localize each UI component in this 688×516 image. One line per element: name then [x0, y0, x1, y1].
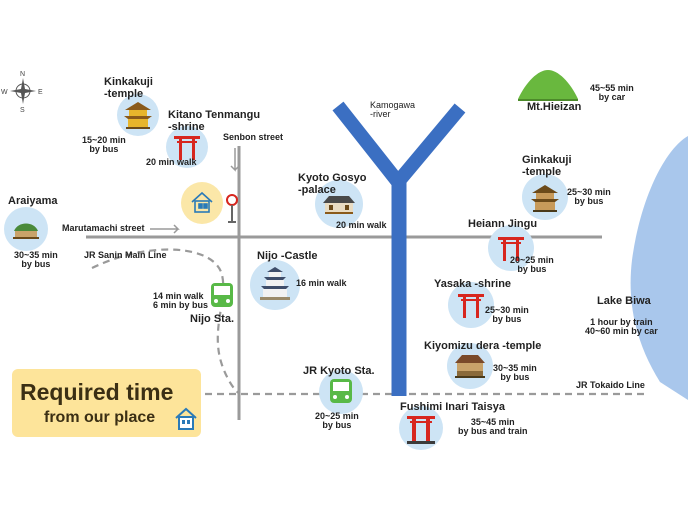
yasaka-time: 25~30 min by bus	[485, 305, 529, 325]
nijo-castle-time: 16 min walk	[296, 278, 347, 288]
kiyomizu-time: 30~35 min by bus	[493, 363, 537, 383]
arashiyama-time: 30~35 min by bus	[14, 250, 58, 270]
temple-icon-ginkakuji	[531, 185, 559, 212]
torii-icon	[174, 136, 200, 160]
heian-circle	[488, 225, 534, 271]
train-icon	[211, 283, 233, 307]
title-line-2: from our place	[44, 409, 156, 426]
home-circle	[181, 182, 223, 224]
jr-tokaido-label: JR Tokaido Line	[576, 380, 645, 390]
svg-text:S: S	[20, 107, 25, 114]
required-time-title-box: Required time from our place	[12, 369, 201, 437]
torii-icon-yasaka	[458, 294, 484, 318]
compass-icon: N S W E	[1, 71, 43, 114]
ginkakuji-time: 25~30 min by bus	[567, 187, 611, 207]
fushimi-name: Fushimi Inari Taisya	[400, 401, 505, 413]
temple-icon	[124, 102, 152, 129]
marutamachi-arrow	[150, 224, 180, 234]
kiyomizu-name: Kiyomizu dera -temple	[424, 340, 542, 352]
kamogawa-label: Kamogawa -river	[370, 100, 416, 120]
heian-time: 20~25 min by bus	[510, 255, 554, 275]
heian-name: Heiann Jingu	[468, 218, 538, 230]
yasaka-name: Yasaka -shrine	[434, 278, 512, 290]
kyoto-sta-time: 20~25 min by bus	[315, 411, 359, 431]
home-icon-title	[175, 407, 197, 430]
gosyo-time: 20 min walk	[336, 220, 387, 230]
senbon-street-label: Senbon street	[223, 132, 284, 142]
hieizan-name: Mt.Hieizan	[527, 101, 582, 113]
temple-icon-kiyomizu	[455, 355, 485, 378]
mountain-icon	[518, 70, 578, 101]
ginkakuji-name: Ginkakuji -temple	[522, 154, 572, 178]
kinkakuji-time: 15~20 min by bus	[82, 135, 126, 155]
gosyo-name: Kyoto Gosyo -palace	[298, 172, 367, 196]
torii-icon-heian	[498, 237, 524, 261]
train-icon-kyoto	[330, 379, 352, 403]
palace-icon	[323, 196, 355, 214]
nijo-sta-name: Nijo Sta.	[190, 313, 235, 325]
torii-icon-fushimi	[407, 416, 435, 444]
castle-icon	[260, 267, 290, 300]
svg-text:W: W	[1, 89, 8, 96]
hieizan-time: 45~55 min by car	[590, 83, 634, 103]
lake-biwa-shape	[630, 136, 688, 400]
biwa-name: Lake Biwa	[597, 295, 651, 307]
senbon-arrow	[230, 148, 240, 172]
biwa-time: 1 hour by train 40~60 min by car	[585, 317, 658, 337]
svg-text:E: E	[38, 89, 43, 96]
kitano-time: 20 min walk	[146, 157, 197, 167]
svg-text:N: N	[20, 71, 25, 78]
home-icon	[191, 191, 213, 213]
kitano-name: Kitano Tenmangu -shrine	[168, 109, 261, 133]
fushimi-time: 35~45 min by bus and train	[458, 417, 528, 437]
bus-stop-icon	[226, 194, 238, 223]
kinkakuji-name: Kinkakuji -temple	[104, 76, 153, 100]
nijo-sta-time: 14 min walk 6 min by bus	[153, 291, 209, 311]
title-line-1: Required time	[20, 379, 174, 405]
marutamachi-street-label: Marutamachi street	[62, 223, 145, 233]
nijo-castle-name: Nijo -Castle	[257, 250, 318, 262]
kyoto-sta-name: JR Kyoto Sta.	[303, 365, 375, 377]
house-icon	[13, 223, 39, 239]
yasaka-circle	[448, 282, 494, 328]
jr-sanin-label: JR Sanin Main Line	[84, 250, 167, 260]
arashiyama-name: Araiyama	[8, 195, 58, 207]
